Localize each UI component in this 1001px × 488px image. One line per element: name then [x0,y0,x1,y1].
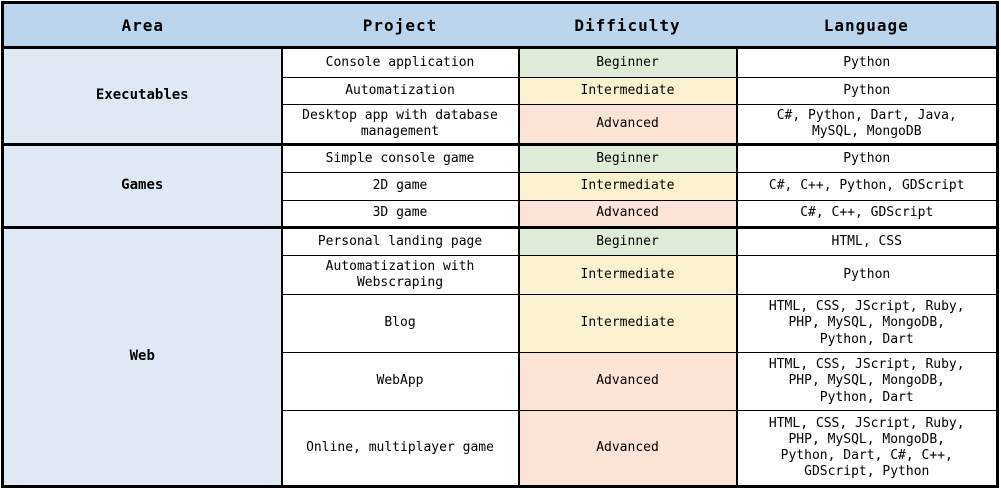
table-row: WebApp Advanced HTML, CSS, JScript, Ruby… [3,352,998,411]
difficulty-cell: Intermediate [517,255,737,295]
language-label: HTML, CSS, JScript, Ruby, PHP, MySQL, Mo… [768,299,965,347]
language-cell: C#, Python, Dart, Java, MySQL, MongoDB [735,104,998,145]
difficulty-cell: Advanced [517,200,737,228]
project-label: Automatization [345,82,455,98]
language-cell: Python [735,77,998,105]
language-cell: C#, C++, GDScript [735,200,998,228]
project-cell: Automatization with Webscraping [280,255,519,295]
language-label: C#, Python, Dart, Java, MySQL, MongoDB [776,107,957,139]
language-cell: Python [735,143,998,173]
project-cell: Simple console game [280,143,519,173]
difficulty-cell: Beginner [517,47,737,78]
project-cell: 3D game [280,200,519,228]
project-label: Blog [384,315,416,331]
difficulty-cell: Beginner [517,226,737,256]
language-label: HTML, CSS, JScript, Ruby, PHP, MySQL, Mo… [768,415,965,480]
language-label: Python [843,266,891,282]
language-label: C#, C++, Python, GDScript [768,178,965,194]
table-row: Automatization with Webscraping Intermed… [3,255,998,295]
project-cell: Personal landing page [280,226,519,256]
area-cell-web: Web [2,226,283,487]
project-label: Online, multiplayer game [306,439,494,455]
language-cell: HTML, CSS [735,226,998,256]
table-row: Desktop app with database management Adv… [3,104,998,145]
project-label: Simple console game [325,150,475,166]
table-row: Web Personal landing page Beginner HTML,… [2,226,998,487]
language-cell: Python [735,47,998,78]
project-cell: Blog [280,294,519,353]
difficulty-cell: Intermediate [517,294,737,353]
table-row: Online, multiplayer game Advanced HTML, … [3,410,998,487]
table-row: Blog Intermediate HTML, CSS, JScript, Ru… [3,294,998,353]
difficulty-cell: Advanced [517,104,737,145]
project-cell: Console application [280,47,519,78]
col-header-area: Area [2,2,282,49]
language-cell: HTML, CSS, JScript, Ruby, PHP, MySQL, Mo… [735,410,998,487]
project-label: Personal landing page [317,233,483,249]
difficulty-cell: Advanced [517,410,737,487]
project-cell: Online, multiplayer game [280,410,519,487]
language-label: Python [843,54,891,70]
table-row: Games Simple console game Beginner Pytho… [2,143,998,228]
language-label: Python [843,150,891,166]
project-label: 2D game [372,178,428,194]
language-label: C#, C++, GDScript [800,205,934,221]
difficulty-cell: Advanced [517,352,737,411]
difficulty-cell: Beginner [517,143,737,173]
project-cell: 2D game [280,172,519,201]
project-cell: WebApp [280,352,519,411]
col-header-language: Language [736,2,998,49]
project-label: 3D game [372,205,428,221]
area-cell-games: Games [2,143,283,228]
language-cell: HTML, CSS, JScript, Ruby, PHP, MySQL, Mo… [735,352,998,411]
col-header-project: Project [281,2,519,49]
table-row: 2D game Intermediate C#, C++, Python, GD… [3,172,998,201]
language-cell: Python [735,255,998,295]
project-cell: Automatization [280,77,519,105]
language-label: Python [843,82,891,98]
language-label: HTML, CSS, JScript, Ruby, PHP, MySQL, Mo… [768,357,965,405]
table-row: Executables Console application Beginner… [2,47,998,145]
language-cell: C#, C++, Python, GDScript [735,172,998,201]
project-label: Automatization with Webscraping [325,258,475,290]
difficulty-cell: Intermediate [517,77,737,105]
difficulty-cell: Intermediate [517,172,737,201]
project-cell: Desktop app with database management [280,104,519,145]
project-label: Console application [325,54,475,70]
project-label: WebApp [376,373,424,389]
area-cell-executables: Executables [2,47,283,145]
col-header-difficulty: Difficulty [518,2,737,49]
table-row: Automatization Intermediate Python [3,77,998,105]
language-label: HTML, CSS [831,233,902,249]
table-row: 3D game Advanced C#, C++, GDScript [3,200,998,228]
project-label: Desktop app with database management [302,107,498,139]
language-cell: HTML, CSS, JScript, Ruby, PHP, MySQL, Mo… [735,294,998,353]
header-row: Area Project Difficulty Language [2,2,998,49]
